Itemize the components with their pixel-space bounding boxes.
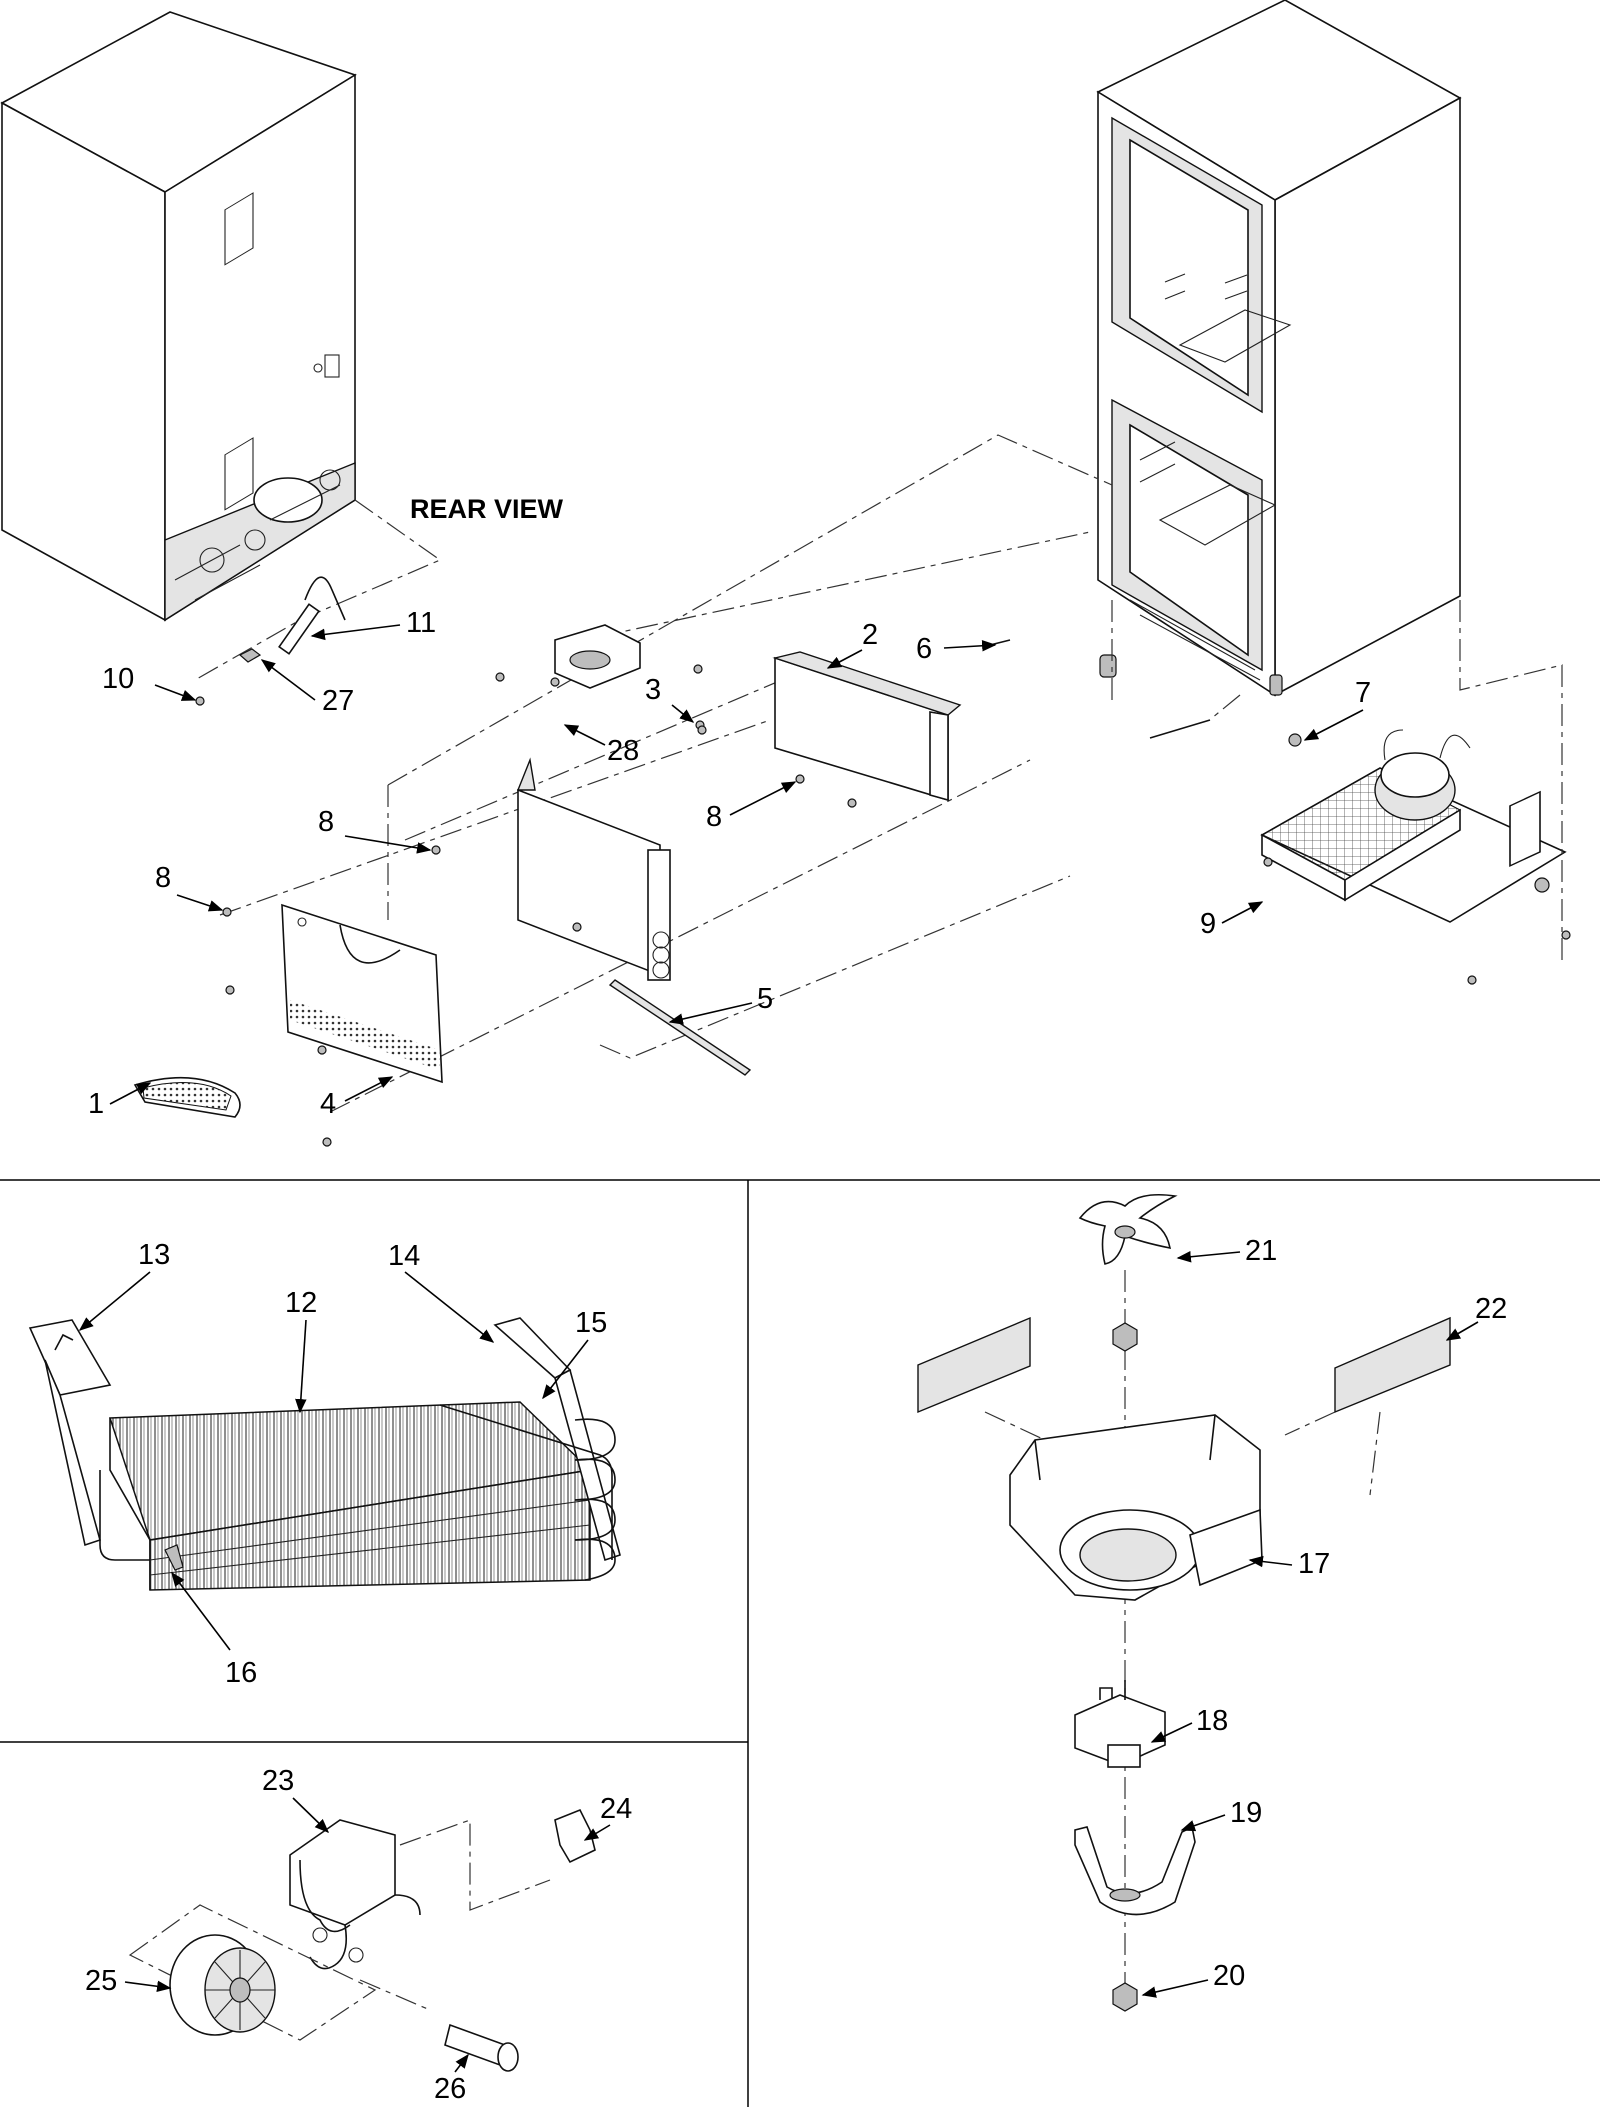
callout-17: 17: [1248, 1548, 1330, 1580]
callout-4-label: 4: [320, 1088, 336, 1120]
callout-27: 27: [260, 659, 354, 717]
callout-3-label: 3: [645, 674, 661, 706]
callout-3: 3: [645, 674, 695, 723]
callout-8a: 8: [318, 806, 432, 854]
callout-21: 21: [1176, 1235, 1277, 1267]
callout-14: 14: [388, 1240, 495, 1343]
callout-5: 5: [668, 983, 773, 1025]
callout-18: 18: [1150, 1705, 1228, 1743]
callout-24-label: 24: [600, 1793, 632, 1825]
callout-20: 20: [1141, 1960, 1245, 1998]
caster-detail: [128, 1808, 596, 2072]
callout-5-label: 5: [757, 983, 773, 1015]
callout-13-label: 13: [138, 1239, 170, 1271]
callout-16: 16: [171, 1571, 257, 1689]
callout-13: 13: [78, 1239, 170, 1331]
callout-11: 11: [310, 607, 436, 641]
callout-15: 15: [542, 1307, 607, 1400]
callout-22-label: 22: [1475, 1293, 1507, 1325]
callout-22: 22: [1445, 1293, 1507, 1341]
callout-23-label: 23: [262, 1765, 294, 1797]
callout-19: 19: [1180, 1797, 1262, 1832]
callout-7: 7: [1303, 677, 1371, 741]
callout-9: 9: [1200, 901, 1264, 940]
callout-8a-label: 8: [318, 806, 334, 838]
callout-7-label: 7: [1355, 677, 1371, 709]
callout-25: 25: [85, 1965, 172, 1997]
callout-8c: 8: [706, 781, 797, 833]
callout-8c-label: 8: [706, 801, 722, 833]
callout-24: 24: [583, 1793, 632, 1841]
callout-10: 10: [102, 663, 197, 701]
callout-12: 12: [285, 1287, 317, 1414]
callout-25-label: 25: [85, 1965, 117, 1997]
callout-10-label: 10: [102, 663, 134, 695]
callout-16-label: 16: [225, 1657, 257, 1689]
callout-8b: 8: [155, 862, 224, 912]
section-dividers: [0, 1179, 1600, 2107]
callout-21-label: 21: [1245, 1235, 1277, 1267]
callout-15-label: 15: [575, 1307, 607, 1339]
callout-6: 6: [916, 633, 997, 665]
rear-view-title: REAR VIEW: [410, 494, 564, 524]
callout-17-label: 17: [1298, 1548, 1330, 1580]
callout-2: 2: [826, 619, 878, 669]
callout-14-label: 14: [388, 1240, 420, 1272]
callout-26: 26: [434, 2053, 469, 2105]
callout-28-label: 28: [607, 735, 639, 767]
callout-11-label: 11: [406, 607, 436, 639]
rear-view-title-group: REAR VIEW: [410, 494, 564, 524]
fan-assembly-detail: [917, 1193, 1451, 2012]
callout-23: 23: [262, 1765, 330, 1834]
callout-12-label: 12: [285, 1287, 317, 1319]
callout-19-label: 19: [1230, 1797, 1262, 1829]
callout-27-label: 27: [322, 685, 354, 717]
callout-6-label: 6: [916, 633, 932, 665]
callout-18-label: 18: [1196, 1705, 1228, 1737]
callout-28: 28: [563, 724, 639, 767]
callout-1: 1: [88, 1082, 152, 1120]
callout-2-label: 2: [862, 619, 878, 651]
callout-8b-label: 8: [155, 862, 171, 894]
callout-4: 4: [320, 1076, 394, 1120]
callout-20-label: 20: [1213, 1960, 1245, 1992]
center-assembly: [133, 434, 1113, 1147]
rear-view-cabinet: [0, 11, 442, 706]
callout-1-label: 1: [88, 1088, 104, 1120]
callout-26-label: 26: [434, 2073, 466, 2105]
evaporator-detail: [28, 1317, 621, 1591]
callout-9-label: 9: [1200, 908, 1216, 940]
front-view-cabinet: [1096, 0, 1571, 985]
